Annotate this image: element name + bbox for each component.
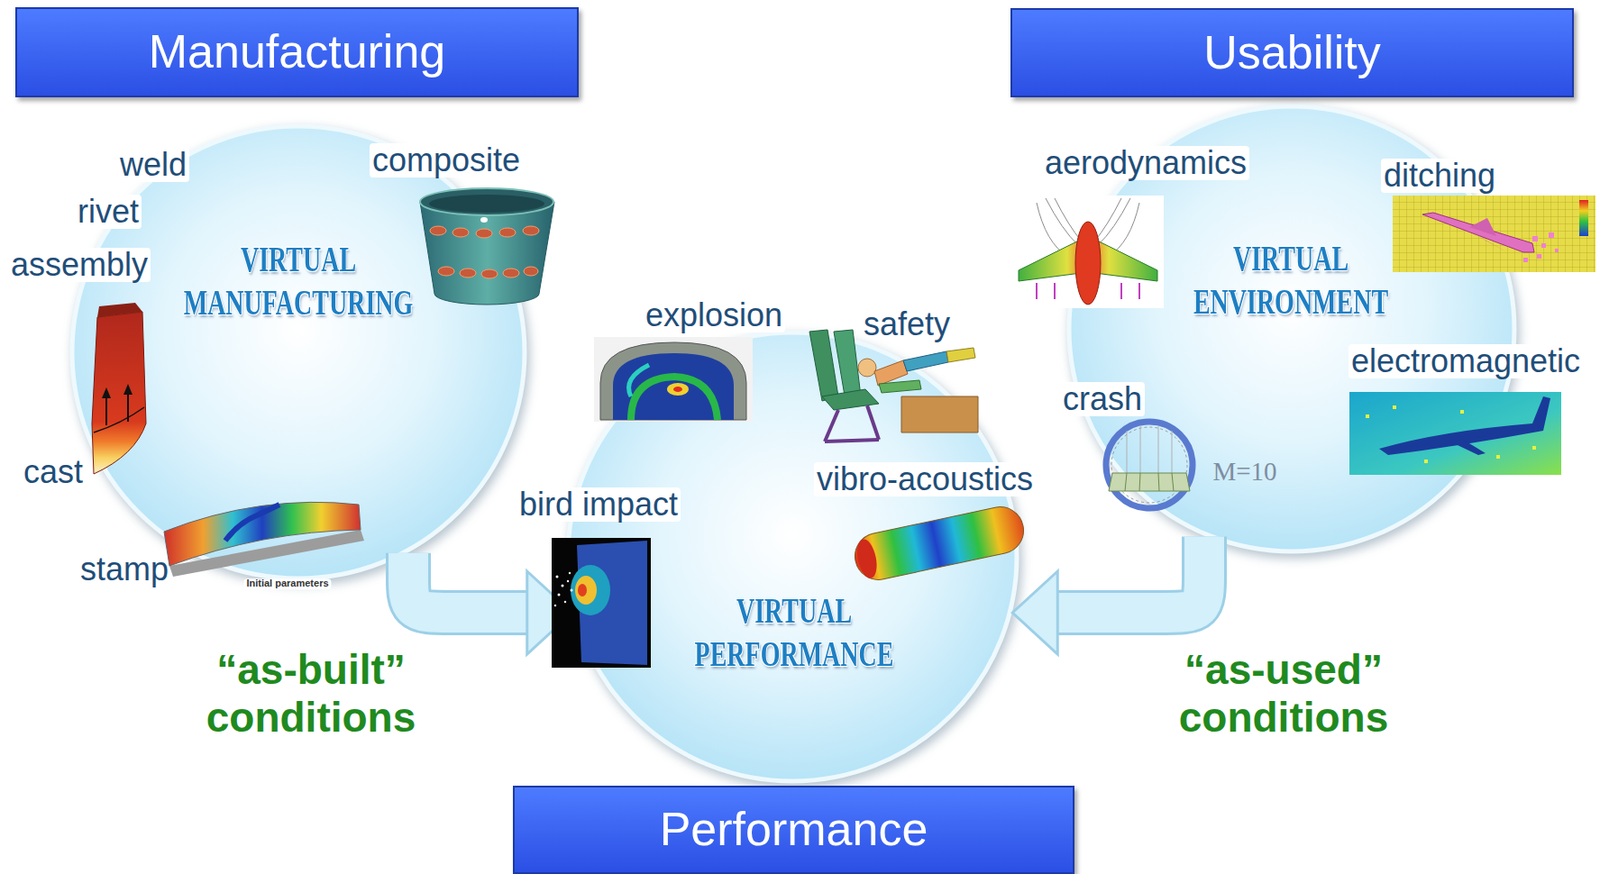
- figure-annotation: M=10: [1212, 457, 1277, 485]
- process-label: cast: [23, 455, 83, 490]
- text-holder: VIRTUAL ENVIRONMENT: [1119, 237, 1463, 324]
- analysis-label: crash: [1060, 382, 1145, 417]
- analysis-label: explosion: [642, 298, 786, 333]
- process-label: rivet: [74, 194, 142, 229]
- aerodynamics-illustration: [1013, 195, 1164, 309]
- circle-shape: [565, 329, 1020, 785]
- virtual-circle: VIRTUAL PERFORMANCE: [565, 329, 1020, 785]
- analysis-label: safety: [863, 307, 951, 342]
- title-banner: Usability: [1010, 8, 1574, 98]
- explosion-illustration: [594, 337, 753, 422]
- circle-title: VIRTUAL ENVIRONMENT: [1170, 237, 1411, 324]
- process-label: assembly: [8, 247, 151, 283]
- text-holder: VIRTUAL MANUFACTURING: [127, 237, 470, 325]
- circle-outline: [72, 126, 525, 579]
- flow-arrow: [1012, 536, 1205, 655]
- banner-title: Performance: [659, 804, 929, 856]
- figure-caption: Initial parameters: [243, 578, 331, 590]
- analysis-label: ditching: [1380, 158, 1499, 193]
- process-label: weld: [117, 147, 190, 183]
- electromagnetic-illustration: [1349, 392, 1562, 476]
- banner-title: Usability: [1203, 27, 1381, 79]
- arrow-outline: [408, 553, 528, 613]
- flow-arrow: [408, 553, 573, 655]
- banner-title: Manufacturing: [148, 26, 447, 78]
- circle-title: VIRTUAL PERFORMANCE: [674, 589, 915, 677]
- arrow-shaft: [1057, 536, 1205, 613]
- arrow-outline: [1057, 536, 1205, 613]
- title-banner: Manufacturing: [15, 7, 579, 98]
- process-label: composite: [369, 143, 523, 178]
- composite-illustration: [420, 188, 555, 305]
- ditching-illustration: [1392, 195, 1596, 273]
- analysis-label: vibro-acoustics: [813, 462, 1036, 497]
- text-holder: VIRTUAL PERFORMANCE: [622, 589, 966, 677]
- analysis-label: bird impact: [516, 487, 681, 522]
- bird-impact-illustration: [551, 538, 651, 668]
- analysis-label: electromagnetic: [1348, 344, 1583, 379]
- circle-title: VIRTUAL MANUFACTURING: [178, 237, 419, 325]
- edge-label: “as-built” conditions: [175, 646, 447, 742]
- edge-label: “as-used” conditions: [1148, 646, 1419, 742]
- title-banner: Performance: [512, 786, 1075, 874]
- circle-outline: [567, 332, 1017, 782]
- virtual-circle: VIRTUAL MANUFACTURING: [69, 123, 528, 582]
- arrow-shaft: [408, 553, 528, 613]
- process-label: stamp: [80, 552, 169, 587]
- arrow-head: [1012, 571, 1058, 655]
- analysis-label: aerodynamics: [1042, 146, 1250, 181]
- circle-shape: [69, 123, 528, 582]
